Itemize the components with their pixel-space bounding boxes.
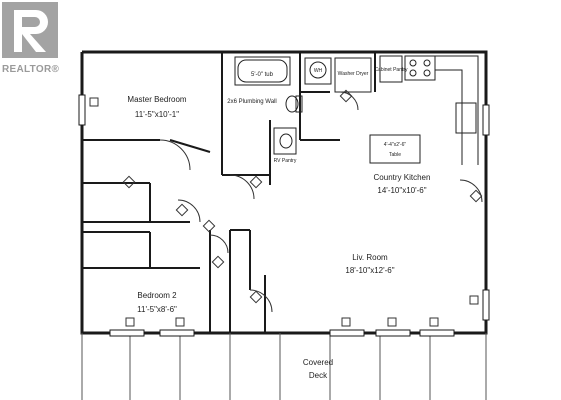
toilet: [285, 95, 299, 113]
water-heater-label: WH: [314, 68, 323, 74]
bath-fixtures: [234, 56, 303, 155]
windows: [78, 94, 490, 337]
living-room-size: 18'-10"x12'-6": [345, 266, 394, 275]
water-heater: [309, 61, 327, 79]
realtor-logo: REALTOR®: [0, 0, 66, 80]
bedroom-2-size: 11'-5"x8'-6": [137, 305, 177, 314]
symbols: [89, 89, 483, 327]
living-room-name: Liv. Room: [352, 253, 388, 262]
master-bedroom-size: 11'-5"x10'-1": [135, 110, 179, 119]
kitchen-sink: [455, 102, 477, 134]
covered-deck: [81, 333, 487, 400]
bathtub: [234, 56, 291, 86]
kitchen-fixtures: [369, 55, 479, 165]
washer-dryer: [334, 57, 372, 93]
realtor-logo-icon: [2, 2, 58, 58]
sink-vanity: [273, 127, 297, 155]
table-size-label: 4'-4"x2'-6": [384, 142, 407, 148]
door-swings: [159, 91, 483, 313]
bedroom-2-name: Bedroom 2: [137, 291, 177, 300]
deck-name-line2: Deck: [309, 371, 328, 380]
cabinet-pantry-label: Cabinet Pantry: [374, 67, 408, 73]
master-bedroom-name: Master Bedroom: [127, 95, 186, 104]
deck-name-line1: Covered: [303, 358, 333, 367]
tub-label: 5'-0" tub: [251, 72, 274, 78]
pantry-label: RV Pantry: [274, 158, 297, 164]
kitchen-table: [369, 134, 421, 164]
washer-dryer-label: Washer Dryer: [338, 71, 369, 77]
table-label: Table: [389, 152, 401, 158]
stove: [404, 55, 436, 81]
kitchen-name: Country Kitchen: [374, 173, 431, 182]
interior-walls: [82, 52, 376, 333]
laundry-fixtures: [304, 55, 403, 93]
kitchen-size: 14'-10"x10'-6": [377, 186, 426, 195]
realtor-logo-text: REALTOR®: [2, 64, 60, 75]
plumbing-wall-label: 2x6 Plumbing Wall: [227, 99, 276, 105]
cabinet-pantry: [379, 55, 403, 83]
